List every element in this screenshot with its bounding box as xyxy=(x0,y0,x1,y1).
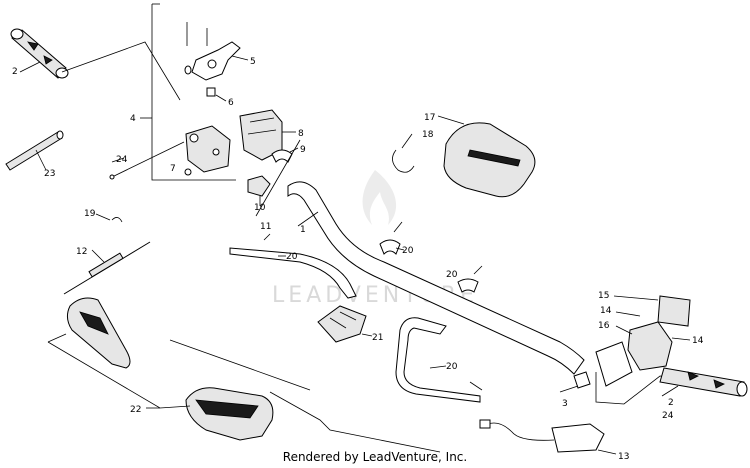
callout-7: 7 xyxy=(170,164,176,174)
callout-1: 1 xyxy=(300,225,306,235)
callout-20-b: 20 xyxy=(402,246,414,256)
callout-5: 5 xyxy=(250,57,256,67)
group-bracket-4 xyxy=(151,4,236,181)
callout-3: 3 xyxy=(562,399,568,409)
callout-15: 15 xyxy=(598,291,609,301)
callout-12: 12 xyxy=(76,247,87,257)
callout-2-right: 2 xyxy=(668,398,674,408)
guard-bar-upper[interactable] xyxy=(229,233,357,299)
callout-20-d: 20 xyxy=(446,362,458,372)
callout-19: 19 xyxy=(84,209,96,219)
callout-6: 6 xyxy=(228,98,234,108)
throttle-lever[interactable] xyxy=(184,22,241,81)
set-screw[interactable] xyxy=(206,87,216,97)
render-credit: Rendered by LeadVenture, Inc. xyxy=(282,450,468,464)
hand-guard-left[interactable] xyxy=(66,297,131,369)
callout-10: 10 xyxy=(254,203,266,213)
callout-labels: 2 4 5 6 7 8 9 10 11 24 23 1 17 18 19 12 … xyxy=(12,57,704,462)
callout-22: 22 xyxy=(130,405,141,415)
callout-8: 8 xyxy=(298,129,304,139)
callout-24-right: 24 xyxy=(662,411,674,421)
hand-guard[interactable] xyxy=(443,122,536,198)
guard-mount-clamp-2[interactable] xyxy=(457,265,483,293)
guard-mount-clamp[interactable] xyxy=(379,221,403,255)
callout-23: 23 xyxy=(44,169,55,179)
left-grip[interactable] xyxy=(10,28,69,79)
switch-connector[interactable] xyxy=(247,175,271,197)
callout-16: 16 xyxy=(598,321,610,331)
callout-20-c: 20 xyxy=(446,270,458,280)
callout-17: 17 xyxy=(424,113,435,123)
hand-guard-right[interactable] xyxy=(185,387,274,441)
callout-11: 11 xyxy=(260,222,271,232)
throttle-cable[interactable] xyxy=(63,217,151,295)
callout-24-left: 24 xyxy=(116,155,128,165)
switch-assembly[interactable] xyxy=(595,295,691,387)
callout-13: 13 xyxy=(618,452,629,462)
callout-14-b: 14 xyxy=(692,336,704,346)
right-grip[interactable] xyxy=(659,367,748,397)
callout-4: 4 xyxy=(130,114,136,124)
handlebar[interactable] xyxy=(287,181,585,375)
throttle-housing[interactable] xyxy=(185,125,231,173)
retaining-clip[interactable] xyxy=(392,149,415,173)
callout-2-left: 2 xyxy=(12,67,18,77)
clamp[interactable] xyxy=(271,149,293,163)
guard-bar-lower[interactable] xyxy=(395,317,481,403)
bar-end-tube[interactable] xyxy=(5,130,64,171)
washer[interactable] xyxy=(184,168,192,176)
callout-9: 9 xyxy=(300,145,306,155)
bar-end-cap[interactable] xyxy=(573,371,591,389)
hardware-kit[interactable] xyxy=(317,305,367,343)
callout-20-a: 20 xyxy=(286,252,298,262)
callout-18: 18 xyxy=(422,130,434,140)
callout-14-a: 14 xyxy=(600,306,612,316)
callout-21: 21 xyxy=(372,333,383,343)
wiring-harness[interactable] xyxy=(479,419,605,453)
